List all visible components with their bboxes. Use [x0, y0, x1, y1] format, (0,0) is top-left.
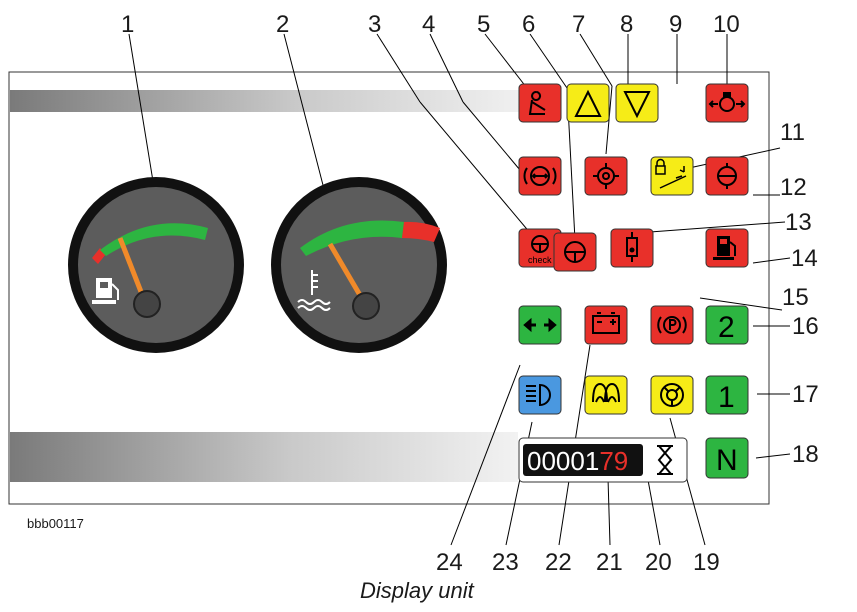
engine-oil-icon: [593, 163, 619, 189]
callout-8: 8: [620, 11, 633, 38]
gear-neutral-label: N: [716, 444, 738, 477]
steering-check-icon: [531, 235, 549, 253]
temp-gauge-needle: [327, 242, 367, 304]
gear-second-label: 2: [718, 311, 735, 344]
headlight-icon: [526, 383, 551, 407]
transmission-icon: [717, 163, 737, 189]
callout-11: 11: [780, 119, 805, 146]
hour-meter-digits: 00001: [527, 446, 599, 476]
callout-16: 16: [792, 313, 819, 340]
trailer-brake-indicator: [650, 375, 694, 415]
callout-19: 19: [693, 549, 720, 576]
trailer-brake-icon: [660, 383, 684, 407]
callout-4: 4: [422, 11, 435, 38]
glow-plug-icon: [592, 382, 620, 403]
hydraulic-icon: [626, 232, 638, 262]
engine-oil-indicator: [584, 156, 628, 196]
fuel-gauge-needle: [117, 237, 148, 303]
temp-gauge-green-arc: [300, 220, 404, 256]
temp-gauge-hub: [352, 292, 380, 320]
callout-18: 18: [792, 441, 819, 468]
hydraulic-indicator: [610, 228, 654, 268]
arrow-down-indicator: [615, 83, 659, 123]
oil-pressure-icon: [708, 92, 746, 112]
parking-brake-icon: [657, 316, 687, 334]
coolant-temp-gauge: [271, 177, 447, 353]
fuel-gauge-hub: [133, 290, 161, 318]
arrow-up-indicator: [566, 83, 610, 123]
parking-brake-indicator: [650, 305, 694, 345]
brake-indicator: [518, 156, 562, 196]
bottom-band: [10, 432, 518, 482]
callout-21: 21: [596, 549, 623, 576]
gear-second-indicator: 2: [705, 305, 749, 345]
thermometer-icon: [297, 270, 331, 311]
brake-icon: [523, 166, 557, 186]
lock-indicator: [650, 156, 694, 196]
fuel-indicator: [705, 228, 749, 268]
callout-9: 9: [669, 11, 682, 38]
battery-indicator: [584, 305, 628, 345]
callout-5: 5: [477, 11, 490, 38]
turn-signal-indicator: [518, 305, 562, 345]
svg-text:0000179: 0000179: [527, 446, 628, 476]
figure-caption: Display unit: [360, 578, 475, 603]
callout-24: 24: [436, 549, 463, 576]
oil-pressure-indicator: [705, 83, 749, 123]
hour-meter: 0000179: [518, 437, 688, 483]
callout-1: 1: [121, 11, 134, 38]
transmission-indicator: [705, 156, 749, 196]
fuel-pump-icon: [92, 278, 119, 304]
callout-numbers: 1 2 3 4 5 6 7 8 9 10 11 12 13 14 15 16 1…: [121, 11, 819, 576]
glow-plug-indicator: [584, 375, 628, 415]
fuel-gauge-green-arc: [100, 223, 208, 256]
arrow-down-icon: [623, 91, 651, 119]
callout-7: 7: [572, 11, 585, 38]
hourglass-icon: [657, 445, 673, 475]
temp-gauge-red-arc: [402, 221, 440, 242]
battery-icon: [592, 312, 620, 334]
fuel-icon: [713, 236, 736, 260]
callout-15: 15: [782, 284, 809, 311]
callout-10: 10: [713, 11, 740, 38]
headlight-indicator: [518, 375, 562, 415]
callout-22: 22: [545, 549, 572, 576]
steering-indicator: [553, 232, 597, 272]
gear-neutral-indicator: N: [705, 437, 749, 479]
gear-first-label: 1: [718, 381, 735, 414]
lock-icon: [655, 158, 687, 189]
turn-signal-icon: [523, 317, 557, 333]
steering-check-indicator: check: [518, 228, 562, 268]
callout-23: 23: [492, 549, 519, 576]
hour-meter-digits-red: 79: [599, 446, 628, 476]
seat-belt-indicator: [518, 83, 562, 123]
seat-belt-icon: [528, 91, 546, 115]
top-band: [10, 90, 530, 112]
callout-6: 6: [522, 11, 535, 38]
gear-first-indicator: 1: [705, 375, 749, 415]
callout-2: 2: [276, 11, 289, 38]
callout-12: 12: [780, 174, 807, 201]
check-label: check: [528, 255, 552, 265]
callout-13: 13: [785, 209, 812, 236]
figure-reference: bbb00117: [27, 516, 84, 531]
callout-14: 14: [791, 245, 818, 272]
callout-17: 17: [792, 381, 819, 408]
arrow-up-icon: [574, 89, 602, 117]
fuel-gauge: [68, 177, 244, 353]
callout-3: 3: [368, 11, 381, 38]
callout-20: 20: [645, 549, 672, 576]
steering-icon: [564, 241, 586, 263]
